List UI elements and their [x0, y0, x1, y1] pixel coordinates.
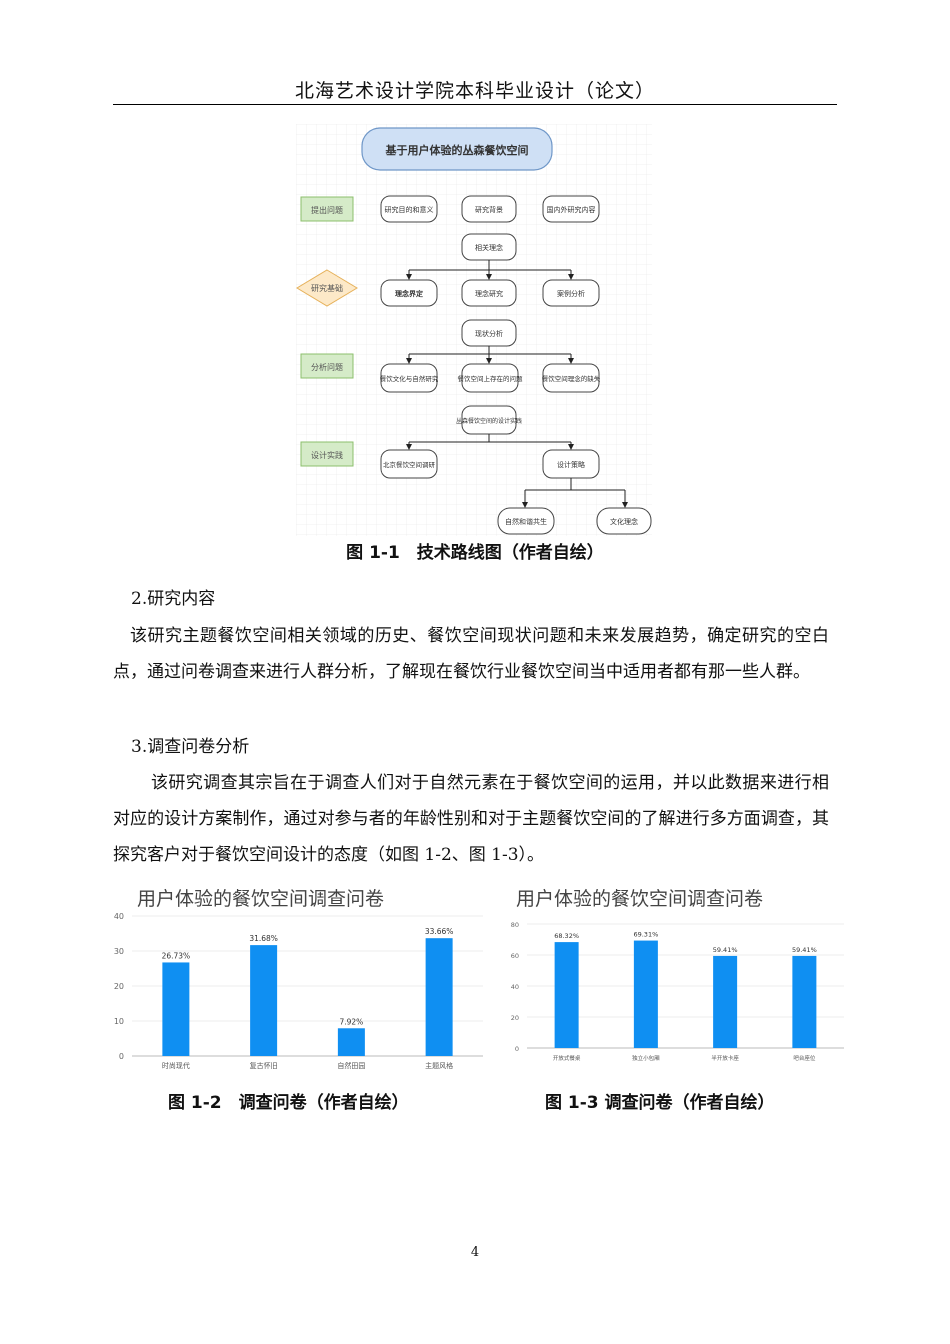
node-row3-3-label: 餐饮空间理念的缺失: [542, 374, 601, 383]
node-row5-2: [596, 507, 652, 535]
chart-1-survey-style: 0 10 20 30 40 26.73% 时尚现代 31.68% 复古怀旧 7.92% 自然田园 33…: [114, 912, 483, 1070]
y-tick-label: 30: [114, 947, 124, 956]
bar-value-label: 26.73%: [162, 951, 191, 960]
y-tick-label: 20: [114, 982, 124, 991]
node-row1-2: [461, 195, 517, 223]
node-row2-1-label: 理念界定: [395, 289, 423, 298]
bar-2: [633, 940, 658, 1048]
node-hub3-label: 丛森餐饮空间的设计实践: [456, 417, 522, 425]
node-row2-3: [542, 279, 600, 307]
stage-box-1: [300, 196, 354, 222]
chart-2-title: 用户体验的餐饮空间调查问卷: [516, 888, 764, 910]
y-tick-label: 0: [515, 1045, 519, 1053]
node-hub1-label: 相关理念: [475, 243, 503, 252]
running-header: 北海艺术设计学院本科毕业设计（论文）: [294, 80, 655, 102]
bar-value-label: 7.92%: [339, 1017, 363, 1026]
x-tick-label: 开放式餐桌: [553, 1054, 581, 1062]
node-row3-2: [461, 363, 519, 393]
node-row3-1-label: 餐饮文化与自然研究: [380, 374, 439, 383]
figure-2-caption: 图 1-2 调查问卷（作者自绘）: [168, 1093, 409, 1113]
node-row5-2-label: 文化理念: [610, 517, 638, 526]
header-rule: [113, 104, 837, 105]
node-row1-2-label: 研究背景: [475, 205, 503, 214]
y-tick-label: 80: [511, 921, 519, 929]
stage-label-4: 设计实践: [311, 450, 343, 460]
node-row1-1: [380, 195, 438, 223]
bar-4: [792, 955, 817, 1048]
chart-1-title: 用户体验的餐饮空间调查问卷: [137, 888, 385, 910]
stage-label-3: 分析问题: [311, 362, 343, 372]
stage-label-2: 研究基础: [311, 283, 343, 293]
section-3-title: 3.调查问卷分析: [131, 737, 250, 757]
node-row2-3-label: 案例分析: [557, 289, 585, 298]
bar-value-label: 33.66%: [425, 927, 454, 936]
stage-box-3: [300, 353, 354, 379]
bar-value-label: 59.41%: [792, 946, 817, 954]
bar-1: [554, 942, 579, 1048]
node-row3-1: [380, 363, 438, 393]
x-tick-label: 时尚现代: [162, 1061, 190, 1070]
x-tick-label: 复古怀旧: [250, 1061, 278, 1070]
bar-3: [713, 955, 738, 1048]
section-3-body: 该研究调查其宗旨在于调查人们对于自然元素在于餐饮空间的运用，并以此数据来进行相对…: [113, 773, 829, 865]
node-row4-1: [380, 449, 438, 479]
x-tick-label: 吧台座位: [793, 1054, 816, 1062]
bar-value-label: 68.32%: [554, 932, 579, 940]
figure-3-caption: 图 1-3 调查问卷（作者自绘）: [545, 1093, 775, 1113]
node-row4-1-label: 北京餐饮空间调研: [383, 460, 436, 469]
section-2-body: 该研究主题餐饮空间相关领域的历史、餐饮空间现状问题和未来发展趋势，确定研究的空白…: [113, 626, 829, 682]
y-tick-label: 40: [511, 983, 519, 991]
bar-2: [250, 945, 278, 1056]
bar-value-label: 31.68%: [249, 934, 278, 943]
flow-title: 基于用户体验的丛森餐饮空间: [385, 143, 529, 157]
node-row5-1-label: 自然和谐共生: [505, 517, 547, 526]
node-row1-3: [542, 195, 600, 223]
node-row2-1: [380, 279, 438, 307]
node-row5-1: [497, 507, 555, 535]
y-tick-label: 10: [114, 1017, 124, 1026]
flow-title-box: [361, 127, 553, 171]
y-tick-label: 20: [511, 1014, 519, 1022]
bar-value-label: 59.41%: [713, 946, 738, 954]
x-tick-label: 半开放卡座: [711, 1054, 739, 1062]
node-row2-2-label: 理念研究: [475, 289, 503, 298]
bar-value-label: 69.31%: [633, 931, 658, 939]
bar-1: [162, 962, 190, 1056]
y-tick-label: 60: [511, 952, 519, 960]
figure-1-caption: 图 1-1 技术路线图（作者自绘）: [346, 543, 604, 563]
technical-route-flowchart: 基于用户体验的丛森餐饮空间 提出问题 研究基础 分析问题 设计实践 研究目的和意…: [296, 124, 652, 536]
bar-4: [425, 938, 453, 1056]
node-row4-2-label: 设计策略: [557, 460, 585, 469]
bar-3: [337, 1028, 365, 1056]
y-tick-label: 40: [114, 912, 124, 921]
stage-diamond-2: [296, 269, 358, 307]
x-tick-label: 独立小包厢: [632, 1054, 660, 1062]
node-hub2-label: 现状分析: [475, 329, 503, 338]
page-number: 4: [470, 1245, 480, 1260]
stage-label-1: 提出问题: [311, 205, 343, 215]
node-row2-2: [461, 279, 517, 307]
node-row3-2-label: 餐饮空间上存在的问题: [458, 374, 524, 383]
node-row3-3: [542, 363, 600, 393]
node-row1-1-label: 研究目的和意义: [385, 205, 434, 214]
y-tick-label: 0: [119, 1052, 124, 1061]
section-2-title: 2.研究内容: [131, 589, 216, 609]
x-tick-label: 主题风格: [425, 1061, 453, 1070]
chart-2-survey-seating: 0 20 40 60 80 68.32% 开放式餐桌 69.31% 独立小包厢 59.41% 半开放…: [511, 921, 844, 1062]
node-row1-3-label: 国内外研究内容: [547, 205, 596, 214]
stage-box-4: [300, 441, 354, 467]
x-tick-label: 自然田园: [337, 1061, 365, 1070]
